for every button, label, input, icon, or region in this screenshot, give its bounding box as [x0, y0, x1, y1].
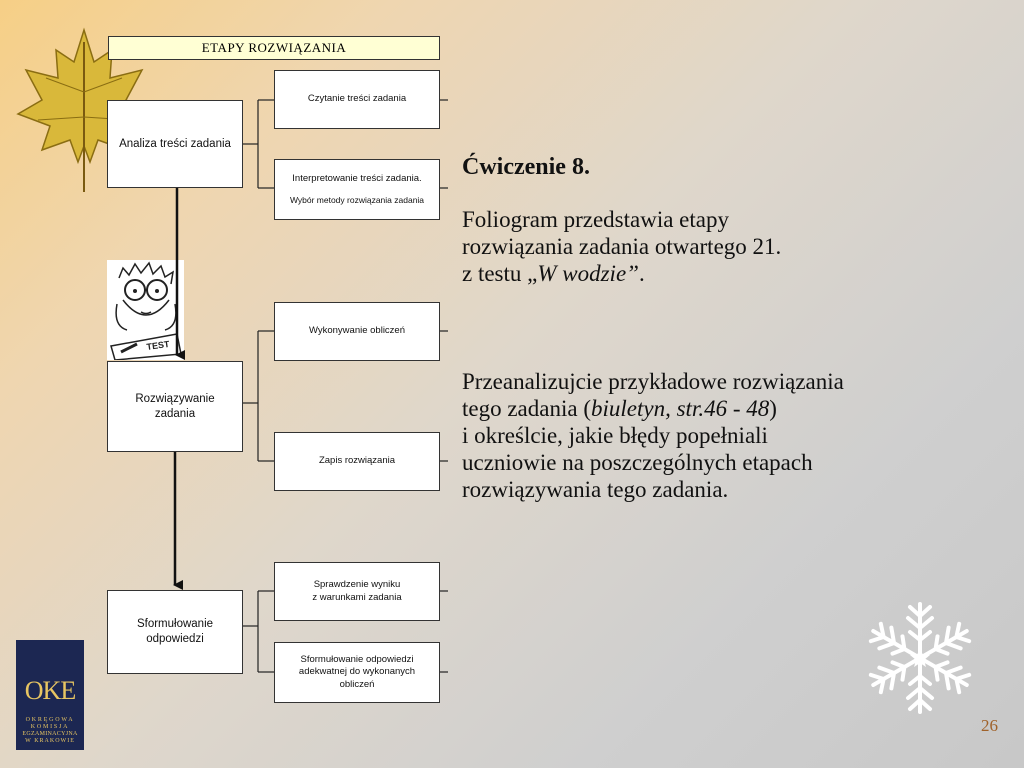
step-box-check: Sprawdzenie wyniku z warunkami zadania [274, 562, 440, 621]
stage-label: Sformułowanie odpowiedzi [136, 618, 214, 645]
text-line: rozwiązywania tego zadania. [462, 477, 729, 502]
oke-logo: OKE OKRĘGOWA KOMISJA EGZAMINACYJNA W KRA… [16, 640, 84, 750]
page-number: 26 [981, 716, 998, 735]
step-label: adekwatnej do wykonanych [298, 666, 416, 678]
stage-label: Analiza treści zadania [119, 137, 231, 150]
text-segment: ) [769, 396, 777, 421]
step-label: Sformułowanie odpowiedzi [300, 653, 414, 665]
logo-text: EGZAMINACYJNA [22, 731, 78, 737]
snowflake-icon [865, 602, 975, 714]
svg-text:TEST: TEST [146, 339, 171, 352]
test-name: W wodzie” [537, 261, 639, 286]
bulletin-reference: biuletyn, str.46 - 48 [590, 396, 770, 421]
step-label: obliczeń [339, 678, 375, 690]
logo-text: KOMISJA [30, 724, 70, 730]
logo-text: W KRAKOWIE [25, 738, 75, 744]
stage-bracket [243, 99, 274, 189]
text-segment: tego zadania ( [462, 396, 591, 421]
logo-mark: OKE [24, 676, 76, 705]
stage-label: Rozwiązywanie zadania [135, 392, 215, 420]
text-line: uczniowie na poszczególnych etapach [462, 450, 813, 475]
text-line: z testu „W wodzie”. [462, 260, 1007, 287]
text-line: i określcie, jakie błędy popełniali [462, 423, 768, 448]
text-line: rozwiązania zadania otwartego 21. [462, 234, 782, 259]
step-label: Wykonywanie obliczeń [308, 325, 406, 337]
text-segment: z testu „ [462, 261, 538, 286]
student-test-illustration: TEST [107, 260, 184, 360]
step-label: z warunkami zadania [312, 591, 402, 603]
step-label: Interpretowanie treści zadania. [292, 172, 422, 184]
diagram-title: ETAPY ROZWIĄZANIA [108, 36, 440, 60]
text-line: tego zadania (biuletyn, str.46 - 48) [462, 395, 1007, 422]
logo-text: OKRĘGOWA [25, 717, 75, 723]
stage-bracket [243, 330, 274, 462]
step-label: Zapis rozwiązania [318, 455, 396, 467]
step-label: Czytanie treści zadania [307, 93, 407, 105]
step-box-calculations: Wykonywanie obliczeń [274, 302, 440, 361]
step-box-formulation: Sformułowanie odpowiedzi adekwatnej do w… [274, 642, 440, 703]
step-box-notation: Zapis rozwiązania [274, 432, 440, 491]
stage-box-analysis: Analiza treści zadania [107, 100, 243, 188]
step-box-reading: Czytanie treści zadania [274, 70, 440, 129]
exercise-title: Ćwiczenie 8. [462, 154, 590, 180]
right-ticks [440, 99, 448, 673]
step-label: Wybór metody rozwiązania zadania [289, 195, 425, 206]
exercise-description: Foliogram przedstawia etapy rozwiązania … [462, 206, 1007, 287]
stage-box-answer: Sformułowanie odpowiedzi [107, 590, 243, 674]
exercise-instructions: Przeanalizujcie przykładowe rozwiązania … [462, 368, 1007, 503]
step-label: Sprawdzenie wyniku [313, 579, 401, 591]
text-line: Foliogram przedstawia etapy [462, 207, 729, 232]
stage-box-solving: Rozwiązywanie zadania [107, 361, 243, 452]
text-line: Przeanalizujcie przykładowe rozwiązania [462, 369, 844, 394]
stage-bracket [243, 590, 274, 673]
step-box-interpretation: Interpretowanie treści zadania. Wybór me… [274, 159, 440, 220]
text-segment: . [638, 261, 645, 286]
